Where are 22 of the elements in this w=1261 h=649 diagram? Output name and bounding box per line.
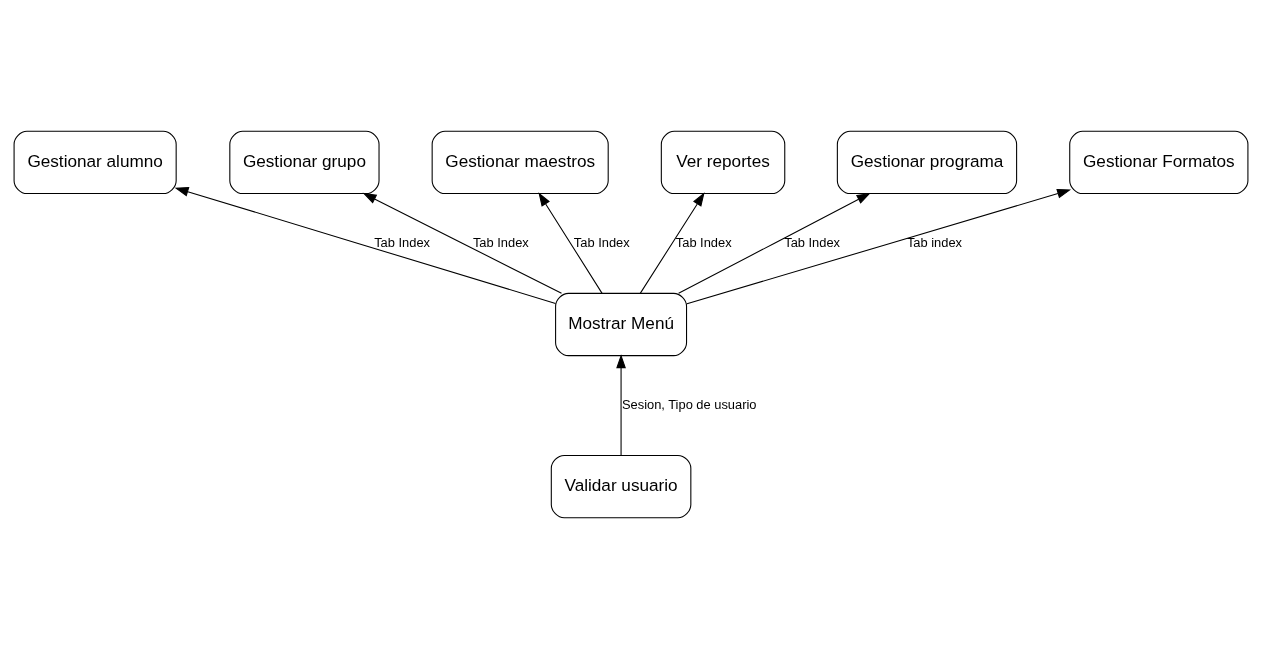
node-box: Gestionar Formatos [1068,130,1248,195]
edge-label: Tab Index [373,234,430,250]
node-box: Ver reportes [660,130,785,195]
edge-label: Tab Index [573,234,630,250]
arrow [537,192,603,294]
arrow [174,187,556,305]
arrow [639,192,705,294]
arrow [615,354,626,456]
node-box: Mostrar Menú [554,292,687,357]
node-box: Gestionar alumno [13,130,177,195]
edge-label: Sesion, Tipo de usuario [621,396,757,412]
edge-label: Tab Index [675,234,732,250]
edge-label: Tab Index [783,234,840,250]
node-box: Gestionar grupo [228,130,380,195]
node-box: Gestionar programa [836,130,1017,195]
edge-label: Tab Index [472,234,529,250]
node-box: Validar usuario [550,454,691,519]
arrow [685,188,1071,305]
arrow [362,192,562,294]
node-box: Gestionar maestros [431,130,609,195]
arrow [677,192,871,294]
edge-label: Tab index [906,234,962,250]
